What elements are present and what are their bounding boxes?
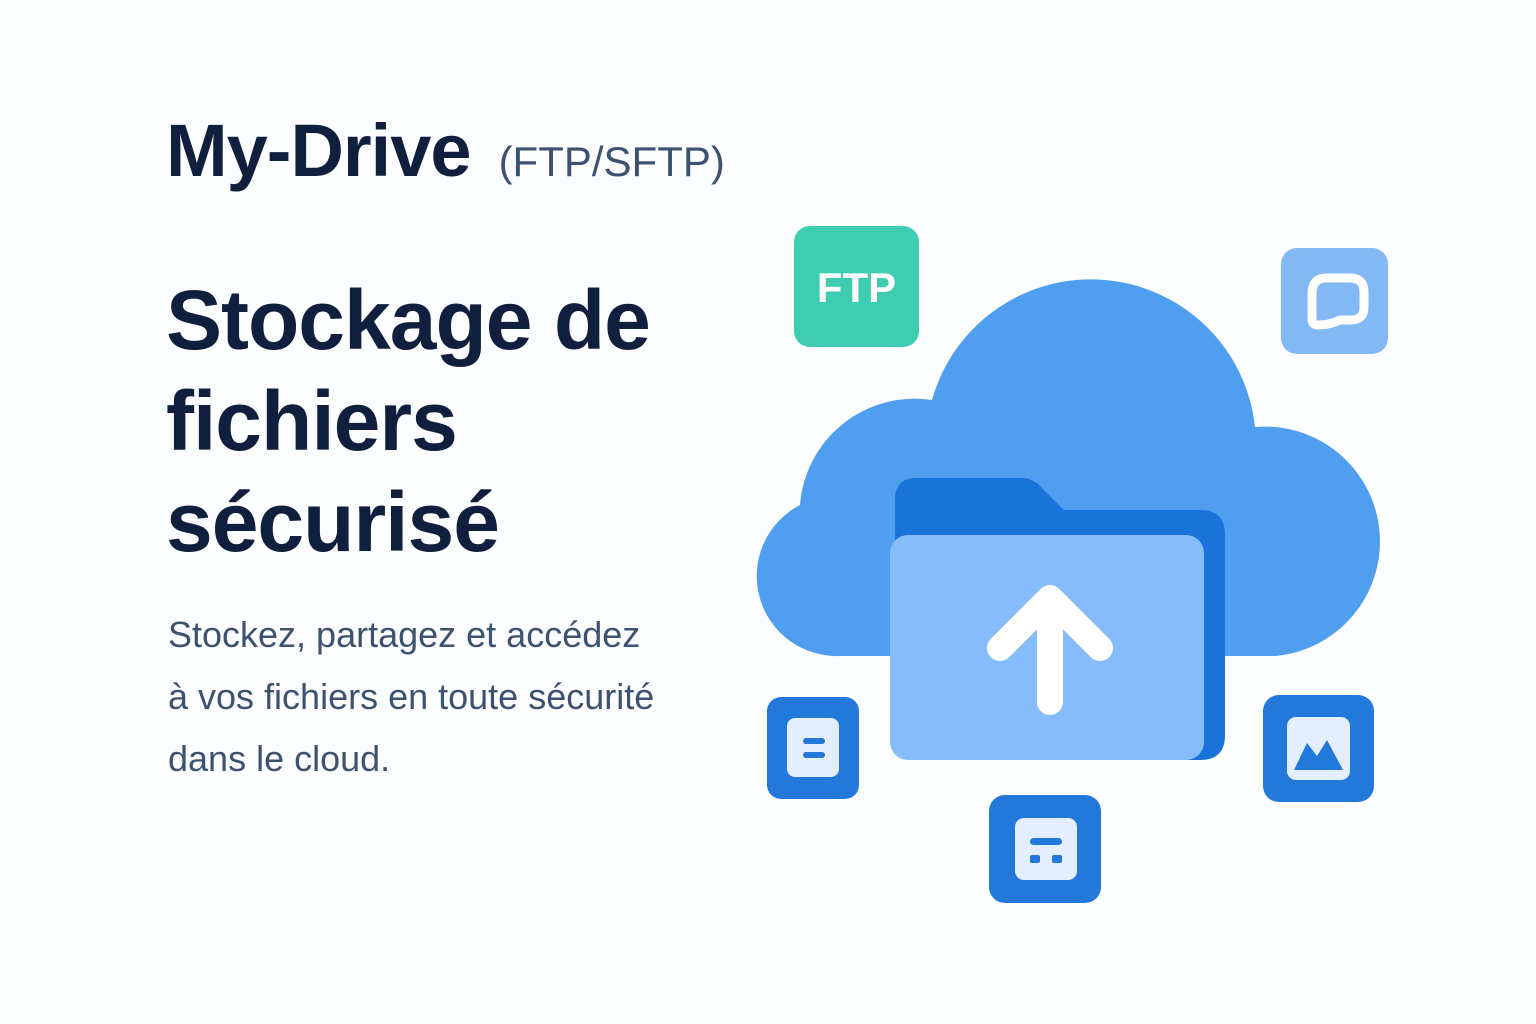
headline-line: fichiers: [166, 374, 458, 468]
brand-protocol-tag: (FTP/SFTP): [498, 138, 725, 185]
archive-tile[interactable]: [989, 795, 1101, 903]
brand-header: My-Drive (FTP/SFTP): [166, 108, 725, 193]
image-icon: [1287, 717, 1350, 780]
upload-arrow-icon: [987, 585, 1113, 715]
folder-icon: [890, 478, 1225, 760]
headline-line: Stockage de: [166, 273, 651, 367]
ftp-badge[interactable]: FTP: [794, 226, 919, 347]
document-icon: [787, 718, 839, 777]
headline-line: sécurisé: [166, 475, 500, 569]
image-tile[interactable]: [1263, 695, 1374, 802]
archive-icon: [1015, 818, 1077, 880]
document-tile[interactable]: [767, 697, 859, 799]
description-line: à vos fichiers en toute sécurité: [168, 676, 655, 717]
chat-icon: [1307, 273, 1369, 330]
brand-name: My-Drive: [166, 109, 472, 192]
headline: Stockage de fichiers sécurisé: [166, 270, 766, 573]
description-line: Stockez, partagez et accédez: [168, 614, 641, 655]
chat-tile[interactable]: [1281, 248, 1388, 354]
description-line: dans le cloud.: [168, 738, 391, 779]
ftp-badge-label: FTP: [817, 264, 896, 311]
description: Stockez, partagez et accédez à vos fichi…: [168, 604, 768, 790]
